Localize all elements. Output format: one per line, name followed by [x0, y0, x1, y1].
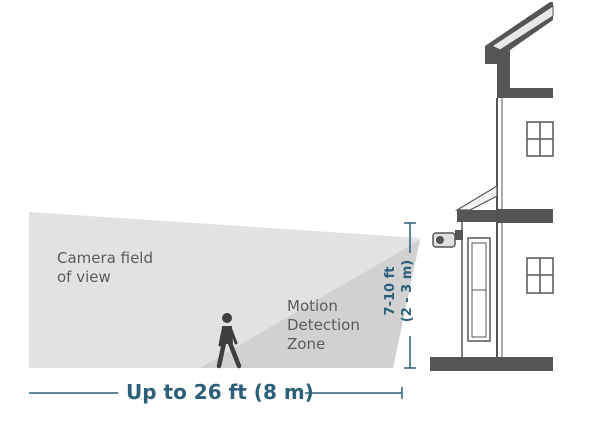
house-outline — [430, 2, 554, 371]
height-dimension-line — [404, 222, 416, 369]
distance-label: Up to 26 ft (8 m) — [126, 380, 314, 404]
motion-zone-line-3: Zone — [287, 335, 326, 353]
mount-height-ft: 7-10 ft — [383, 266, 398, 316]
mount-height-m: (2 - 3 m) — [400, 259, 415, 323]
person-icon — [216, 313, 242, 369]
house-door — [467, 237, 491, 342]
motion-zone-line-2: Detection — [287, 316, 360, 334]
camera-fov-line-2: of view — [57, 268, 111, 286]
porch-roof — [454, 184, 498, 211]
distance-dimension-line — [29, 387, 403, 399]
motion-detection-zone — [200, 240, 420, 368]
lower-window — [526, 257, 554, 294]
motion-detection-zone-label: Motion Detection Zone — [287, 297, 360, 354]
motion-zone-line-1: Motion — [287, 297, 338, 315]
security-camera-icon — [432, 230, 463, 248]
upper-window — [526, 121, 554, 157]
camera-fov-line-1: Camera field — [57, 249, 153, 267]
camera-field-of-view-label: Camera field of view — [57, 249, 153, 287]
